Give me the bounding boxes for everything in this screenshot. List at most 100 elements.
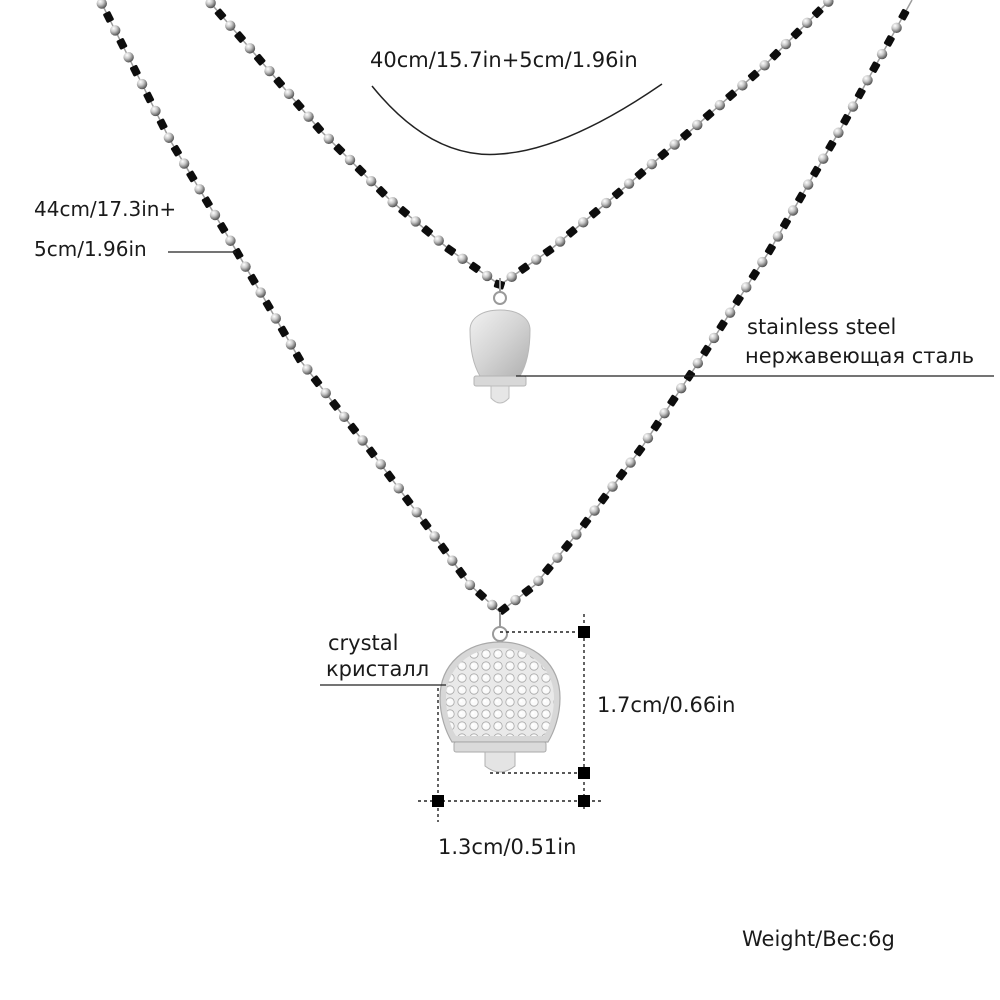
- silver-bead: [601, 197, 612, 209]
- silver-bead: [264, 65, 275, 77]
- black-bead: [455, 566, 467, 579]
- black-bead: [883, 35, 895, 47]
- stainless-bell-pendant: [469, 278, 531, 404]
- black-bead: [354, 164, 367, 177]
- silver-bead: [464, 579, 476, 591]
- black-bead: [170, 144, 182, 157]
- silver-bead: [410, 216, 421, 227]
- silver-bead: [150, 105, 161, 117]
- black-bead: [103, 11, 114, 23]
- black-bead: [420, 518, 432, 531]
- silver-bead: [676, 382, 687, 394]
- silver-bead: [818, 153, 829, 164]
- silver-bead: [285, 339, 297, 350]
- black-bead: [565, 226, 578, 238]
- black-bead: [811, 6, 824, 19]
- silver-bead: [625, 457, 636, 468]
- silver-bead: [714, 99, 726, 111]
- black-bead: [633, 444, 646, 457]
- silver-bead: [110, 25, 121, 36]
- black-bead: [186, 170, 198, 183]
- black-bead: [769, 48, 782, 61]
- silver-bead: [387, 196, 398, 208]
- black-bead: [748, 268, 760, 281]
- black-bead: [657, 148, 670, 161]
- silver-bead: [96, 0, 107, 9]
- black-bead: [398, 206, 410, 218]
- black-bead: [780, 217, 791, 230]
- outer-length-label-line2: 5cm/1.96in: [34, 237, 147, 261]
- black-bead: [561, 540, 573, 552]
- black-bead: [143, 91, 155, 104]
- silver-bead: [757, 256, 768, 268]
- silver-bead: [481, 270, 493, 282]
- black-bead: [634, 168, 647, 180]
- black-bead: [273, 76, 285, 89]
- silver-bead: [862, 75, 873, 86]
- silver-bead: [891, 22, 902, 34]
- black-bead: [667, 394, 679, 407]
- black-bead: [156, 118, 168, 131]
- silver-bead: [607, 481, 618, 492]
- silver-bead: [244, 43, 256, 54]
- black-bead: [475, 589, 487, 601]
- black-bead: [293, 351, 304, 364]
- silver-bead: [487, 599, 498, 611]
- silver-bead: [823, 0, 834, 7]
- black-bead: [437, 542, 450, 555]
- silver-bead: [531, 254, 542, 265]
- black-bead: [579, 516, 592, 529]
- silver-bead: [338, 411, 350, 422]
- silver-bead: [741, 282, 752, 293]
- black-bead: [588, 207, 601, 219]
- silver-bead: [283, 88, 295, 100]
- silver-bead: [365, 175, 377, 187]
- black-bead: [518, 262, 530, 274]
- silver-bead: [772, 231, 784, 242]
- silver-bead: [194, 184, 205, 195]
- silver-bead: [510, 594, 521, 606]
- black-bead: [840, 113, 852, 126]
- silver-bead: [344, 154, 356, 166]
- black-bead: [469, 261, 481, 273]
- silver-bead: [302, 364, 313, 375]
- black-bead: [232, 247, 244, 260]
- inner-bead-chain: [205, 0, 834, 290]
- silver-bead: [669, 139, 680, 150]
- silver-bead: [225, 20, 236, 31]
- black-bead: [521, 585, 534, 597]
- black-bead: [376, 186, 388, 198]
- silver-bead: [225, 235, 236, 246]
- black-bead: [310, 375, 323, 388]
- silver-bead: [589, 505, 600, 516]
- crystal-label-ru: кристалл: [326, 657, 430, 681]
- silver-bead: [209, 209, 221, 221]
- black-bead: [130, 64, 141, 77]
- black-bead: [650, 419, 662, 432]
- silver-bead: [393, 483, 404, 494]
- black-bead: [262, 299, 274, 312]
- silver-bead: [554, 236, 566, 247]
- black-bead: [542, 563, 554, 576]
- black-bead: [312, 122, 324, 134]
- silver-bead: [759, 60, 770, 71]
- silver-bead: [571, 529, 582, 540]
- silver-bead: [123, 52, 134, 63]
- black-bead: [329, 399, 341, 411]
- silver-bead: [136, 78, 148, 90]
- silver-bead: [457, 253, 468, 264]
- silver-bead: [659, 407, 670, 419]
- silver-bead: [642, 432, 654, 444]
- silver-bead: [270, 313, 281, 324]
- silver-bead: [708, 332, 720, 344]
- black-bead: [201, 196, 213, 208]
- silver-bead: [411, 507, 422, 518]
- silver-bead: [552, 552, 563, 563]
- black-bead: [366, 446, 378, 459]
- silver-bead: [163, 132, 175, 143]
- silver-bead: [323, 133, 334, 144]
- black-bead: [542, 245, 555, 257]
- silver-bead: [692, 119, 703, 131]
- black-bead: [402, 494, 414, 507]
